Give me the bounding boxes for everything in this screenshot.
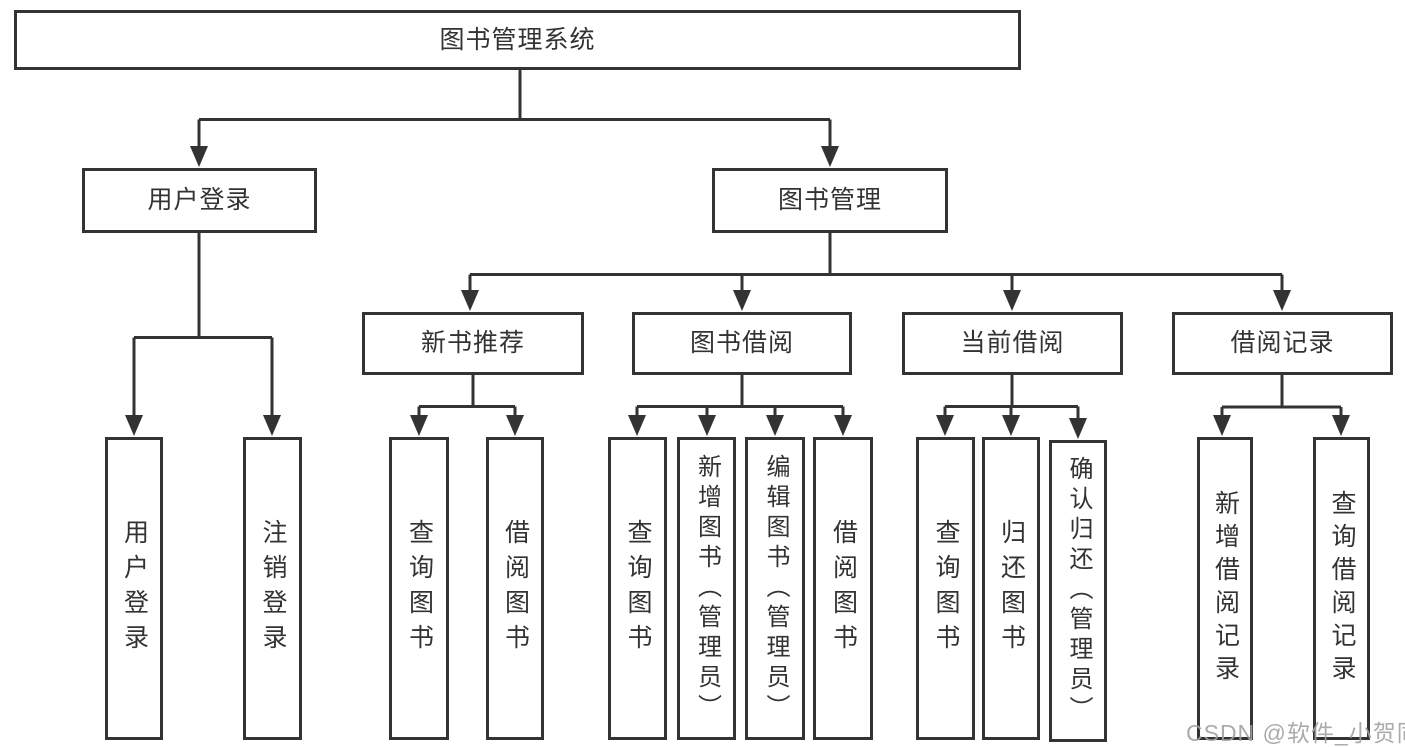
leaf-query-borrow-record: 查询借阅记录 — [1313, 437, 1370, 740]
leaf-confirm-return-admin: 确认归还（管理员） — [1049, 440, 1107, 742]
branch-user-login: 用户登录 — [82, 168, 317, 233]
watermark: CSDN @软件_小贺同学 — [1186, 720, 1405, 746]
root-node-label: 图书管理系统 — [439, 25, 596, 54]
leaf-query-books-current-label: 查询图书 — [932, 518, 960, 659]
leaf-edit-book-admin: 编辑图书（管理员） — [745, 437, 805, 740]
leaf-add-borrow-record: 新增借阅记录 — [1197, 437, 1253, 740]
leaf-add-borrow-record-label: 新增借阅记录 — [1211, 489, 1240, 688]
leaf-return-books-label: 归还图书 — [997, 518, 1026, 659]
leaf-add-book-admin-label: 新增图书（管理员） — [693, 453, 721, 724]
branch-user-login-label: 用户登录 — [147, 186, 252, 214]
node-current-borrow: 当前借阅 — [902, 312, 1123, 375]
leaf-logout: 注销登录 — [243, 437, 302, 740]
arrowhead-markers — [125, 146, 1350, 439]
leaf-borrow-books-borrow-label: 借阅图书 — [829, 518, 858, 659]
leaf-confirm-return-admin-label: 确认归还（管理员） — [1065, 456, 1092, 726]
node-new-book-recommend: 新书推荐 — [362, 312, 584, 375]
node-book-borrow-label: 图书借阅 — [689, 329, 794, 357]
leaf-query-books-current: 查询图书 — [916, 437, 975, 740]
root-node: 图书管理系统 — [14, 10, 1021, 70]
leaf-borrow-books-borrow: 借阅图书 — [813, 437, 873, 740]
leaf-query-books-borrow: 查询图书 — [608, 437, 667, 740]
leaf-borrow-books-recommend: 借阅图书 — [486, 437, 544, 740]
leaf-return-books: 归还图书 — [982, 437, 1040, 740]
node-current-borrow-label: 当前借阅 — [960, 329, 1065, 357]
node-borrow-records: 借阅记录 — [1172, 312, 1393, 375]
leaf-query-books-borrow-label: 查询图书 — [624, 518, 652, 659]
leaf-query-books-recommend: 查询图书 — [389, 437, 449, 740]
branch-book-management-label: 图书管理 — [777, 186, 882, 214]
leaf-add-book-admin: 新增图书（管理员） — [677, 437, 736, 740]
branch-book-management: 图书管理 — [712, 168, 948, 233]
node-new-book-recommend-label: 新书推荐 — [420, 329, 525, 357]
leaf-user-login-label: 用户登录 — [120, 518, 149, 659]
leaf-query-borrow-record-label: 查询借阅记录 — [1328, 489, 1356, 688]
leaf-edit-book-admin-label: 编辑图书（管理员） — [762, 453, 789, 724]
connector-wires — [132, 70, 1343, 421]
node-book-borrow: 图书借阅 — [632, 312, 852, 375]
leaf-query-books-recommend-label: 查询图书 — [405, 518, 434, 659]
leaf-user-login: 用户登录 — [105, 437, 163, 740]
leaf-borrow-books-recommend-label: 借阅图书 — [501, 518, 530, 659]
leaf-logout-label: 注销登录 — [259, 518, 287, 659]
node-borrow-records-label: 借阅记录 — [1230, 329, 1335, 357]
